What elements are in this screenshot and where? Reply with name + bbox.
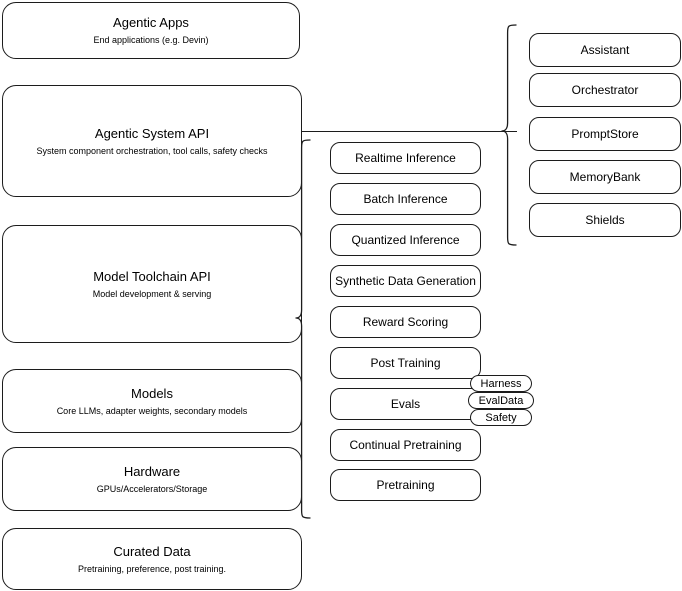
layer-subtitle: End applications (e.g. Devin): [93, 35, 209, 45]
chip-label: MemoryBank: [569, 170, 641, 184]
chip-label: Orchestrator: [571, 83, 639, 97]
layer-title: Models: [131, 385, 173, 401]
badge-label: EvalData: [478, 394, 524, 407]
chip-label: Batch Inference: [363, 192, 448, 206]
chip-label: Post Training: [370, 356, 441, 370]
toolchain-item-realtime-inference[interactable]: Realtime Inference: [330, 142, 481, 174]
chip-label: Shields: [585, 213, 625, 227]
toolchain-item-post-training[interactable]: Post Training: [330, 347, 481, 379]
layer-title: Hardware: [123, 463, 181, 479]
agentic-item-promptstore[interactable]: PromptStore: [529, 117, 681, 151]
toolchain-item-pretraining[interactable]: Pretraining: [330, 469, 481, 501]
layer-title: Agentic System API: [94, 125, 210, 141]
chip-label: Assistant: [580, 43, 630, 57]
layer-subtitle: Core LLMs, adapter weights, secondary mo…: [56, 405, 248, 416]
layer-subtitle: Model development & serving: [92, 288, 212, 299]
badge-label: Harness: [480, 377, 522, 390]
badge-label: Safety: [485, 411, 517, 424]
chip-label: PromptStore: [571, 127, 639, 141]
toolchain-item-synthetic-data-generation[interactable]: Synthetic Data Generation: [330, 265, 481, 297]
toolchain-item-evals[interactable]: Evals: [330, 388, 481, 420]
layer-subtitle: System component orchestration, tool cal…: [36, 145, 268, 156]
chip-label: Pretraining: [376, 478, 435, 492]
layer-subtitle: Pretraining, preference, post training.: [77, 563, 227, 574]
agentic-item-orchestrator[interactable]: Orchestrator: [529, 73, 681, 107]
evals-badge-evaldata[interactable]: EvalData: [468, 392, 534, 409]
toolchain-item-continual-pretraining[interactable]: Continual Pretraining: [330, 429, 481, 461]
chip-label: Quantized Inference: [351, 233, 460, 247]
agentic-system-connector-line: [302, 131, 517, 132]
chip-label: Continual Pretraining: [349, 438, 462, 452]
chip-label: Realtime Inference: [355, 151, 456, 165]
layer-title: Curated Data: [113, 543, 191, 559]
chip-label: Evals: [390, 397, 421, 411]
model-toolchain-brace: [295, 134, 316, 524]
layer-title: Model Toolchain API: [93, 268, 211, 284]
evals-badge-harness[interactable]: Harness: [470, 375, 532, 392]
toolchain-item-batch-inference[interactable]: Batch Inference: [330, 183, 481, 215]
agentic-item-memorybank[interactable]: MemoryBank: [529, 160, 681, 194]
toolchain-item-quantized-inference[interactable]: Quantized Inference: [330, 224, 481, 256]
agentic-system-brace: [501, 19, 522, 251]
layer-subtitle: GPUs/Accelerators/Storage: [96, 483, 208, 494]
agentic-item-shields[interactable]: Shields: [529, 203, 681, 237]
layer-box-agentic-system-api: Agentic System API System component orche…: [2, 85, 302, 197]
chip-label: Synthetic Data Generation: [335, 274, 476, 288]
agentic-item-assistant[interactable]: Assistant: [529, 33, 681, 67]
toolchain-item-reward-scoring[interactable]: Reward Scoring: [330, 306, 481, 338]
chip-label: Reward Scoring: [362, 315, 449, 329]
layer-title: Agentic Apps: [113, 15, 189, 30]
layer-box-model-toolchain-api: Model Toolchain API Model development & s…: [2, 225, 302, 343]
evals-badge-safety[interactable]: Safety: [470, 409, 532, 426]
